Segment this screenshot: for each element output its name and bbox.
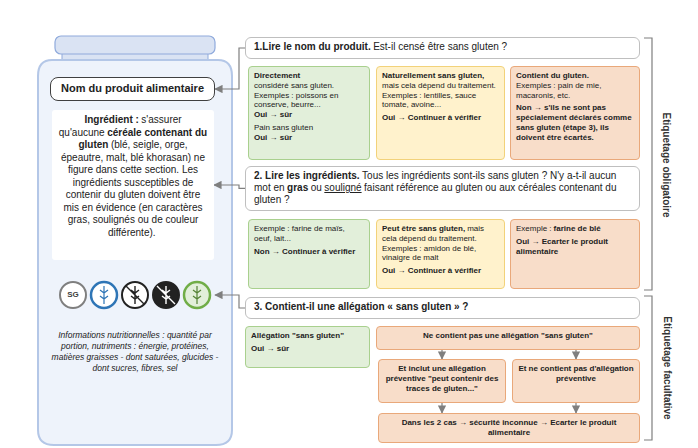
node-text: Oui → Continuer à vérifier xyxy=(382,113,499,123)
safe-box: Allégation "sans gluten" Oui → sûr xyxy=(245,326,370,368)
title-box: Nom du produit alimentaire xyxy=(50,77,215,101)
node-text: Oui → sûr xyxy=(254,133,364,143)
connector-arrow xyxy=(441,350,442,359)
connector-arrow xyxy=(214,185,245,188)
node-text: SG xyxy=(60,280,86,310)
logo-circle xyxy=(122,282,148,308)
jar-body xyxy=(38,60,232,445)
node-text: farine de blé xyxy=(554,224,601,233)
bracket xyxy=(644,296,652,440)
node-text: 2. Lire les ingrédients. xyxy=(254,170,360,181)
node-text: Ne contient pas une allégation "sans glu… xyxy=(382,331,634,341)
section-label: Etiquetage facultative xyxy=(659,296,673,441)
logo-circle xyxy=(153,282,179,308)
node-text: Dans les 2 cas → sécurité inconnue → Eca… xyxy=(384,418,634,438)
node-text: Exemple : xyxy=(516,224,552,233)
node-text: Directement xyxy=(254,71,300,80)
crossed-wheat-symbol xyxy=(126,286,144,304)
nutrition-text: Informations nutritionnelles : quantité … xyxy=(44,328,226,376)
node-text: Ingrédient : xyxy=(84,114,138,125)
logo-strip: SG xyxy=(55,280,215,310)
node-text: Exemples : poissons en conserve, beurre.… xyxy=(254,91,364,111)
crossed-wheat-symbol xyxy=(157,286,175,304)
reject-box: Exemple :farine de bléOui → Ecarter le p… xyxy=(510,219,640,289)
connector-arrow xyxy=(575,403,576,413)
bracket xyxy=(644,38,652,290)
node-text: Oui → Ecarter le produit alimentaire xyxy=(516,237,634,257)
node-text: 1.Lire le nom du produit. xyxy=(254,41,371,52)
section-label: Etiquetage obligatoire xyxy=(659,40,673,290)
node-text: Est-il censé être sans gluten ? xyxy=(373,41,507,52)
reject-box: Dans les 2 cas → sécurité inconnue → Eca… xyxy=(378,413,640,443)
node-text: Et ne contient pas d'allégation préventi… xyxy=(518,364,634,384)
check-box: Peut être sans gluten,mais cela dépend d… xyxy=(376,219,505,289)
node-text: Oui → sûr xyxy=(254,110,364,120)
node-text: ou xyxy=(311,182,322,193)
safe-box: Exemple : farine de maïs, oeuf, lait... N… xyxy=(248,219,370,289)
jar-lid xyxy=(55,36,215,54)
node-text: Informations nutritionnelles : quantité … xyxy=(46,330,224,374)
reject-box: Et ne contient pas d'allégation préventi… xyxy=(512,359,640,403)
reject-box: Ne contient pas une allégation "sans glu… xyxy=(376,326,640,350)
node-text: souligné xyxy=(324,182,361,193)
node-text: Et inclut une allégation préventive "peu… xyxy=(384,364,500,393)
node-text: Oui → Continuer à vérifier xyxy=(382,266,499,276)
node-text: 3. Contient-il une allégation « sans glu… xyxy=(254,301,631,313)
logo-circle xyxy=(184,282,210,308)
connector-arrow xyxy=(441,403,442,413)
reject-box: Contient du gluten.Exemples : pain de mi… xyxy=(510,66,640,160)
node-text: Exemples : amidon de blé, vinaigre de ma… xyxy=(382,244,499,264)
step-header: 3. Contient-il une allégation « sans glu… xyxy=(245,297,640,319)
connector-arrow xyxy=(575,350,576,359)
ingredient-text: Ingrédient :s'assurer qu'aucunecéréale c… xyxy=(52,110,214,260)
node-text: mais cela dépend du traitement. xyxy=(382,81,499,91)
wheat-symbol xyxy=(100,286,108,304)
node-text: Non → Continuer à vérifier xyxy=(254,247,364,257)
node-text: Exemples : pain de mie, macaronis, etc. xyxy=(516,81,634,101)
node-text: Pain sans gluten xyxy=(254,123,364,133)
node-text: Naturellement sans gluten, xyxy=(382,71,499,81)
step-header: 1.Lire le nom du produit.Est-il censé êt… xyxy=(245,37,640,59)
wheat-symbol xyxy=(193,286,201,304)
node-text: Exemple : farine de maïs, oeuf, lait... xyxy=(254,224,364,244)
node-text: Allégation "sans gluten" xyxy=(251,331,364,341)
node-text: Nom du produit alimentaire xyxy=(55,82,210,95)
connector-arrow xyxy=(215,295,245,308)
safe-box: Directementconsidéré sans gluten.Exemple… xyxy=(248,66,370,160)
reject-box: Et inclut une allégation préventive "peu… xyxy=(378,359,506,403)
node-text: Peut être sans gluten, xyxy=(382,224,465,233)
logo-circle xyxy=(91,282,117,308)
node-text: gras xyxy=(287,182,308,193)
connector-arrow xyxy=(215,48,245,89)
node-text: faisant référence au gluten ou aux céréa… xyxy=(254,182,617,205)
step-header: 2. Lire les ingrédients.Tous les ingrédi… xyxy=(245,166,640,211)
node-text: Oui → sûr xyxy=(251,344,364,354)
node-text: Non → s'ils ne sont pas spécialement déc… xyxy=(516,103,634,142)
check-box: Naturellement sans gluten,mais cela dépe… xyxy=(376,66,505,160)
node-text: considéré sans gluten. xyxy=(254,81,364,91)
node-text: Exemples : lentilles, sauce tomate, avoi… xyxy=(382,91,499,111)
node-text: (blé, seigle, orge, épeautre, malt, blé … xyxy=(61,139,205,238)
node-text: Contient du gluten. xyxy=(516,71,634,81)
